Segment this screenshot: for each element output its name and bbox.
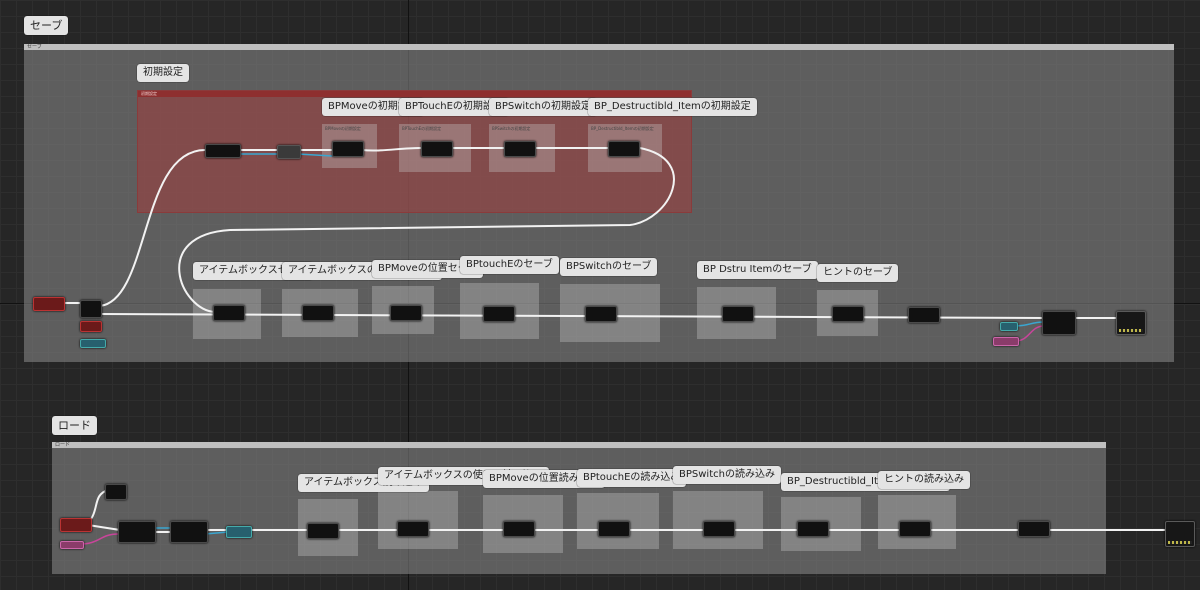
- load-bubble-bpswitch[interactable]: BPSwitchの読み込み: [673, 466, 781, 484]
- load-node-itembox-use[interactable]: [397, 521, 429, 537]
- variable-node-red[interactable]: [80, 321, 102, 332]
- load-sub-bpswitch[interactable]: [673, 491, 763, 549]
- exec-wire: [99, 313, 1046, 319]
- save-bubble-bpswitch[interactable]: BPSwitchのセーブ: [560, 258, 658, 276]
- init-node-bptouche[interactable]: [421, 141, 453, 157]
- init-node-bpswitch[interactable]: [504, 141, 536, 157]
- load-node-bpmove[interactable]: [503, 521, 535, 537]
- user-index-variable[interactable]: [993, 337, 1019, 346]
- load-comment-header: ロード: [52, 442, 1106, 448]
- load-node-bpswitch[interactable]: [703, 521, 735, 537]
- data-wire: [297, 153, 333, 157]
- load-sub-itembox-use[interactable]: [378, 491, 458, 549]
- pink-wire: [1014, 325, 1045, 342]
- init-bubble-bptouche[interactable]: BPTouchEの初期設定: [399, 98, 509, 116]
- branch-node[interactable]: [80, 300, 102, 318]
- save-node-bpdstru[interactable]: [722, 306, 754, 322]
- data-wire: [204, 531, 229, 535]
- exec-wire: [178, 147, 675, 313]
- save-node-bpmove[interactable]: [390, 305, 422, 321]
- load-cast-node[interactable]: [170, 521, 208, 543]
- load-comment-bubble[interactable]: ロード: [52, 416, 97, 435]
- save-node-extra[interactable]: [908, 307, 940, 323]
- load-bubble-bptouche[interactable]: BPtouchEの読み込み: [577, 469, 687, 487]
- init-bubble-bpswitch[interactable]: BPSwitchの初期設定: [489, 98, 597, 116]
- save-bubble-hint[interactable]: ヒントのセーブ: [817, 264, 899, 282]
- slot-name-variable[interactable]: [1000, 322, 1018, 331]
- save-node-itembox[interactable]: [213, 305, 245, 321]
- init-comment-bubble[interactable]: 初期設定: [137, 64, 189, 82]
- save-comment-header: セーブ: [24, 44, 1174, 50]
- exec-wire: [87, 524, 121, 531]
- save-bubble-bpmove[interactable]: BPMoveの位置セーブ: [372, 260, 484, 278]
- save-bubble-bpdstru[interactable]: BP Dstru Itemのセーブ: [697, 261, 818, 279]
- load-node-extra[interactable]: [1018, 521, 1050, 537]
- pink-wire: [79, 533, 119, 545]
- save-node-bptouche[interactable]: [483, 306, 515, 322]
- load-node-bpdestructible[interactable]: [797, 521, 829, 537]
- save-node-bpswitch[interactable]: [585, 306, 617, 322]
- load-branch-node[interactable]: [105, 484, 127, 500]
- event-node-load[interactable]: [60, 518, 92, 532]
- load-node-hint[interactable]: [899, 521, 931, 537]
- save-comment-bubble[interactable]: セーブ: [24, 16, 69, 35]
- init-node-bpdestructible[interactable]: [608, 141, 640, 157]
- load-comment-box[interactable]: ロード: [52, 442, 1106, 574]
- init-bubble-bpdestructible[interactable]: BP_Destructibld_Itemの初期設定: [588, 98, 757, 116]
- save-game-to-slot-node[interactable]: [1042, 311, 1076, 335]
- save-bubble-bptouche[interactable]: BPtouchEのセーブ: [460, 256, 559, 274]
- load-bubble-hint[interactable]: ヒントの読み込み: [878, 471, 970, 489]
- init-node-create[interactable]: [205, 144, 241, 158]
- load-set-variable-node[interactable]: [226, 526, 252, 538]
- variable-node-blue[interactable]: [80, 339, 106, 348]
- load-end-node[interactable]: [1165, 521, 1195, 547]
- load-node-itembox[interactable]: [307, 523, 339, 539]
- exec-wire: [361, 147, 626, 152]
- save-node-itembox-use[interactable]: [302, 305, 334, 321]
- event-node-save[interactable]: [33, 297, 65, 311]
- save-node-hint[interactable]: [832, 306, 864, 322]
- init-node-bpmove[interactable]: [332, 141, 364, 157]
- exec-wire: [99, 149, 206, 307]
- load-game-from-slot-node[interactable]: [118, 521, 156, 543]
- load-user-index-variable[interactable]: [60, 541, 84, 549]
- load-bubble-bpmove[interactable]: BPMoveの位置読み込み: [483, 470, 605, 488]
- data-wire: [1014, 321, 1045, 327]
- load-node-bptouche[interactable]: [598, 521, 630, 537]
- save-end-node[interactable]: [1116, 311, 1146, 335]
- init-bubble-bpmove[interactable]: BPMoveの初期設定: [322, 98, 424, 116]
- init-node-cast[interactable]: [277, 145, 301, 159]
